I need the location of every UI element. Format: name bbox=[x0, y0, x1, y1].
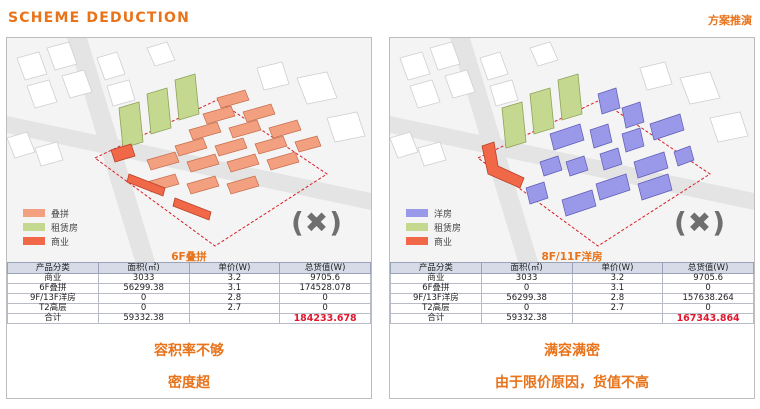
table-row: 9F/13F洋房 0 2.8 0 bbox=[7, 293, 371, 304]
legend-right: 洋房 租赁房 商业 bbox=[406, 206, 461, 248]
column-header: 单价(W) bbox=[188, 262, 281, 274]
column-header: 面积(㎡) bbox=[480, 262, 573, 274]
table-cell: 0 bbox=[662, 303, 754, 314]
total-value: 184233.678 bbox=[279, 313, 371, 324]
table-cell: 0 bbox=[279, 293, 371, 304]
table-cell: 0 bbox=[480, 283, 573, 294]
table-cell: 商业 bbox=[7, 273, 99, 284]
table-cell: 157638.264 bbox=[662, 293, 754, 304]
legend-label: 租赁房 bbox=[434, 223, 462, 234]
scheme-name-right: 8F/11F洋房 bbox=[541, 251, 603, 263]
table-cell: 59332.38 bbox=[97, 313, 190, 324]
conclusion-right-1: 满容满密 bbox=[544, 343, 600, 359]
scheme-panel-right: 洋房 租赁房 商业 (✖) 8F/11F洋房 产品分类 面积(㎡) 单价(W) … bbox=[389, 37, 755, 399]
table-cell: 0 bbox=[480, 303, 573, 314]
legend-swatch bbox=[406, 237, 428, 245]
table-row: 商业 3033 3.2 9705.6 bbox=[7, 273, 371, 284]
table-cell: 2.8 bbox=[571, 293, 664, 304]
table-cell: 3.2 bbox=[571, 273, 664, 284]
table-row: 商业 3033 3.2 9705.6 bbox=[390, 273, 754, 284]
conclusion-left-2: 密度超 bbox=[168, 375, 210, 391]
legend-label: 洋房 bbox=[434, 209, 453, 220]
table-cell: 9705.6 bbox=[279, 273, 371, 284]
table-cell: 3.1 bbox=[571, 283, 664, 294]
scheme-name-left: 6F叠拼 bbox=[171, 251, 207, 263]
table-cell: 0 bbox=[279, 303, 371, 314]
table-cell: T2高层 bbox=[7, 303, 99, 314]
table-cell: 2.7 bbox=[571, 303, 664, 314]
table-cell: 合计 bbox=[7, 313, 99, 324]
page-title: SCHEME DEDUCTION bbox=[8, 10, 191, 26]
table-cell: 3033 bbox=[480, 273, 573, 284]
conclusion-left-1: 容积率不够 bbox=[154, 343, 224, 359]
table-cell: 174528.078 bbox=[279, 283, 371, 294]
legend-swatch bbox=[406, 209, 428, 217]
legend-label: 商业 bbox=[51, 237, 70, 248]
data-table-left: 产品分类 面积(㎡) 单价(W) 总货值(W) 商业 3033 3.2 9705… bbox=[7, 262, 371, 324]
legend-label: 叠拼 bbox=[51, 209, 70, 220]
table-cell: 6F叠拼 bbox=[390, 283, 482, 294]
column-header: 单价(W) bbox=[571, 262, 664, 274]
legend-item: 租赁房 bbox=[23, 220, 78, 234]
reject-mark-icon: (✖) bbox=[290, 206, 343, 239]
table-cell: 0 bbox=[662, 283, 754, 294]
site-plan-left bbox=[7, 38, 371, 268]
total-value: 167343.864 bbox=[662, 313, 754, 324]
legend-swatch bbox=[23, 223, 45, 231]
table-row: 9F/13F洋房 56299.38 2.8 157638.264 bbox=[390, 293, 754, 304]
table-row: T2高层 0 2.7 0 bbox=[390, 303, 754, 314]
table-cell: 6F叠拼 bbox=[7, 283, 99, 294]
table-cell: 2.7 bbox=[188, 303, 281, 314]
table-cell: 56299.38 bbox=[480, 293, 573, 304]
table-cell: 3.1 bbox=[188, 283, 281, 294]
legend-item: 叠拼 bbox=[23, 206, 78, 220]
legend-left: 叠拼 租赁房 商业 bbox=[23, 206, 78, 248]
table-cell: 9F/13F洋房 bbox=[7, 293, 99, 304]
legend-swatch bbox=[23, 237, 45, 245]
table-cell: 合计 bbox=[390, 313, 482, 324]
table-cell: 0 bbox=[97, 303, 190, 314]
legend-swatch bbox=[23, 209, 45, 217]
scheme-panel-left: 叠拼 租赁房 商业 (✖) 6F叠拼 产品分类 面积(㎡) 单价(W) 总货值(… bbox=[6, 37, 372, 399]
column-header: 产品分类 bbox=[390, 262, 482, 274]
table-cell: T2高层 bbox=[390, 303, 482, 314]
table-cell: 0 bbox=[97, 293, 190, 304]
table-row: T2高层 0 2.7 0 bbox=[7, 303, 371, 314]
column-header: 面积(㎡) bbox=[97, 262, 190, 274]
legend-swatch bbox=[406, 223, 428, 231]
column-header: 总货值(W) bbox=[662, 262, 754, 274]
legend-item: 洋房 bbox=[406, 206, 461, 220]
page-subtitle: 方案推演 bbox=[708, 14, 752, 27]
legend-label: 商业 bbox=[434, 237, 453, 248]
legend-label: 租赁房 bbox=[51, 223, 79, 234]
legend-item: 租赁房 bbox=[406, 220, 461, 234]
table-cell bbox=[571, 313, 664, 324]
table-header-row: 产品分类 面积(㎡) 单价(W) 总货值(W) bbox=[7, 262, 371, 274]
table-total-row: 合计 59332.38 184233.678 bbox=[7, 313, 371, 324]
table-cell: 3033 bbox=[97, 273, 190, 284]
conclusion-right-2: 由于限价原因，货值不高 bbox=[495, 375, 649, 391]
table-cell: 9705.6 bbox=[662, 273, 754, 284]
table-cell: 商业 bbox=[390, 273, 482, 284]
column-header: 总货值(W) bbox=[279, 262, 371, 274]
table-cell: 9F/13F洋房 bbox=[390, 293, 482, 304]
table-cell: 56299.38 bbox=[97, 283, 190, 294]
site-plan-right bbox=[390, 38, 754, 268]
table-total-row: 合计 59332.38 167343.864 bbox=[390, 313, 754, 324]
table-cell: 59332.38 bbox=[480, 313, 573, 324]
reject-mark-icon: (✖) bbox=[673, 206, 726, 239]
table-header-row: 产品分类 面积(㎡) 单价(W) 总货值(W) bbox=[390, 262, 754, 274]
table-cell bbox=[188, 313, 281, 324]
table-row: 6F叠拼 56299.38 3.1 174528.078 bbox=[7, 283, 371, 294]
column-header: 产品分类 bbox=[7, 262, 99, 274]
table-cell: 2.8 bbox=[188, 293, 281, 304]
table-row: 6F叠拼 0 3.1 0 bbox=[390, 283, 754, 294]
table-cell: 3.2 bbox=[188, 273, 281, 284]
legend-item: 商业 bbox=[406, 234, 461, 248]
data-table-right: 产品分类 面积(㎡) 单价(W) 总货值(W) 商业 3033 3.2 9705… bbox=[390, 262, 754, 324]
legend-item: 商业 bbox=[23, 234, 78, 248]
